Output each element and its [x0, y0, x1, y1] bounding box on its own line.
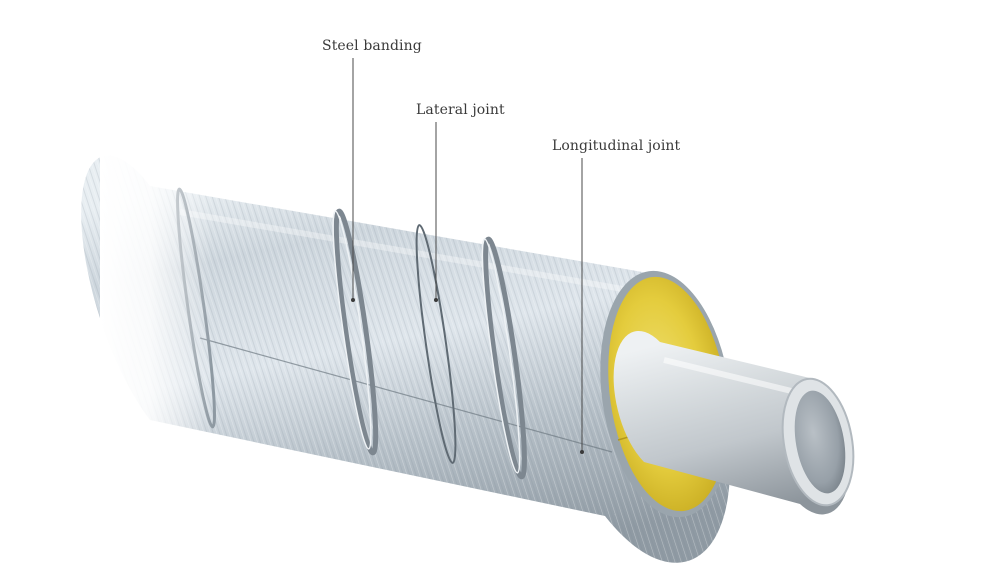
callout-steel-banding: Steel banding [322, 38, 422, 54]
cladding-fade [100, 150, 660, 470]
pipe-bore [794, 390, 846, 494]
callout-lateral-joint: Lateral joint [416, 102, 505, 118]
callout-longitudinal-joint: Longitudinal joint [552, 138, 681, 154]
steel-pipe [613, 330, 855, 515]
cladding-cylinder [81, 150, 730, 563]
leader-longitudinal-joint-dot [580, 450, 584, 454]
leader-lateral-joint-dot [434, 298, 438, 302]
callout-leaders [351, 58, 584, 454]
leader-steel-banding-dot [351, 298, 355, 302]
pipe-highlight [663, 357, 813, 399]
